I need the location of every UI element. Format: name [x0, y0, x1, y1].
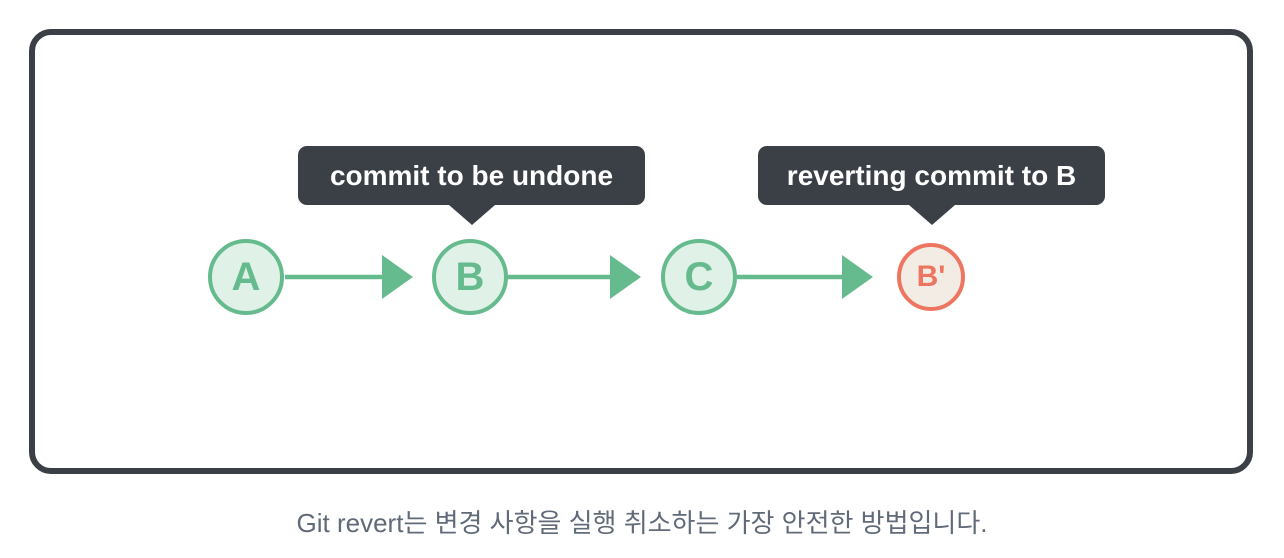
diagram-frame: commit to be undone reverting commit to …	[29, 29, 1253, 474]
commit-node-c: C	[661, 239, 737, 315]
figure-caption: Git revert는 변경 사항을 실행 취소하는 가장 안전한 방법입니다.	[296, 508, 988, 538]
tooltip-label: commit to be undone	[329, 159, 614, 191]
commit-node-b: B	[432, 239, 508, 315]
commit-label: B	[455, 255, 485, 299]
tooltip-tail-icon	[448, 205, 495, 225]
tooltip-label: reverting commit to B	[786, 159, 1077, 191]
commit-label: B'	[916, 260, 946, 293]
tooltip-tail-icon	[908, 205, 955, 225]
arrow-head-icon	[610, 255, 641, 299]
arrow-a-to-b	[285, 255, 413, 299]
arrow-head-icon	[382, 255, 413, 299]
tooltip-reverting-commit: reverting commit to B	[758, 146, 1105, 225]
arrow-head-icon	[842, 255, 873, 299]
tooltip-commit-to-be-undone: commit to be undone	[298, 146, 645, 225]
commit-arrows	[285, 255, 873, 299]
commit-label: A	[231, 255, 261, 299]
arrow-c-to-b-prime	[737, 255, 873, 299]
commit-node-a: A	[208, 239, 284, 315]
commit-label: C	[684, 255, 714, 299]
arrow-b-to-c	[507, 255, 641, 299]
commit-node-b-prime: B'	[897, 243, 965, 311]
